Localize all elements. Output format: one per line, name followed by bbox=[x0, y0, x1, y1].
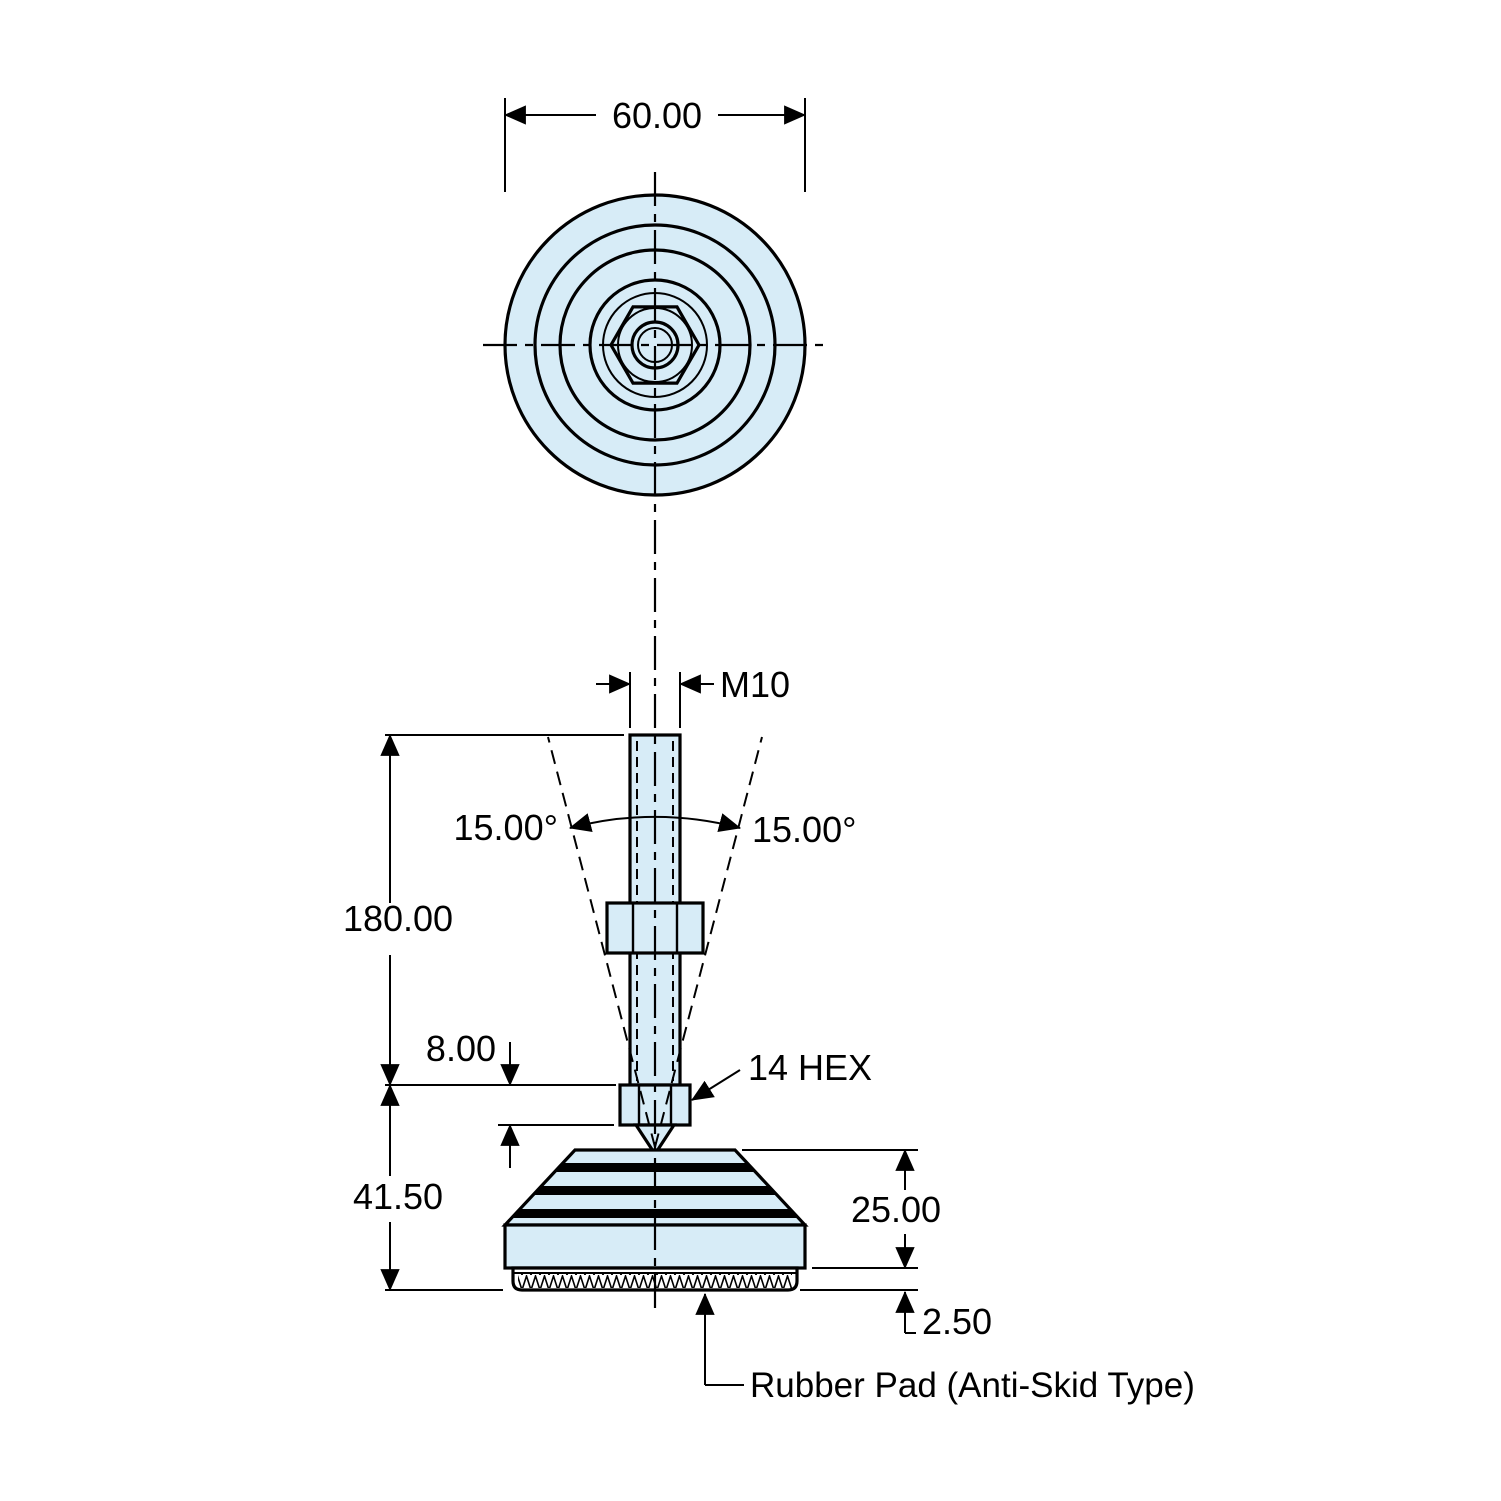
dim-text-angle-right: 15.00° bbox=[752, 809, 856, 850]
cone-angle-annotation: 15.00° 15.00° bbox=[454, 736, 856, 1148]
dim-stud-length: 180.00 bbox=[343, 733, 624, 1087]
dim-base-height: 25.00 bbox=[742, 1148, 941, 1270]
dim-text-stud-length: 180.00 bbox=[343, 898, 453, 939]
leader-line bbox=[691, 1069, 741, 1101]
dim-text-pad-thickness: 2.50 bbox=[922, 1301, 992, 1342]
callout-rubber-pad: Rubber Pad (Anti-Skid Type) bbox=[695, 1292, 1195, 1405]
dim-text-top-diameter: 60.00 bbox=[612, 95, 702, 136]
dim-thread: M10 bbox=[596, 664, 790, 728]
dim-pad-thickness: 2.50 bbox=[800, 1289, 992, 1342]
dim-text-overall-base-height: 41.50 bbox=[353, 1176, 443, 1217]
dim-overall-base-height: 41.50 bbox=[353, 1083, 503, 1292]
callout-hex: 14 HEX bbox=[691, 1047, 872, 1101]
swivel-limit-line-left bbox=[547, 736, 656, 1148]
angle-arc bbox=[568, 813, 742, 832]
dim-text-base-height: 25.00 bbox=[851, 1189, 941, 1230]
dim-top-diameter: 60.00 bbox=[503, 95, 807, 192]
dim-text-angle-left: 15.00° bbox=[454, 807, 558, 848]
dim-nut-thickness: 8.00 bbox=[426, 1028, 614, 1168]
cone-ring-band bbox=[511, 1209, 799, 1218]
callout-text-rubber-pad: Rubber Pad (Anti-Skid Type) bbox=[750, 1366, 1195, 1405]
dim-text-nut-thickness: 8.00 bbox=[426, 1028, 496, 1069]
callout-text-hex: 14 HEX bbox=[748, 1047, 872, 1088]
swivel-limit-line-right bbox=[654, 736, 763, 1148]
dim-text-thread: M10 bbox=[720, 664, 790, 705]
